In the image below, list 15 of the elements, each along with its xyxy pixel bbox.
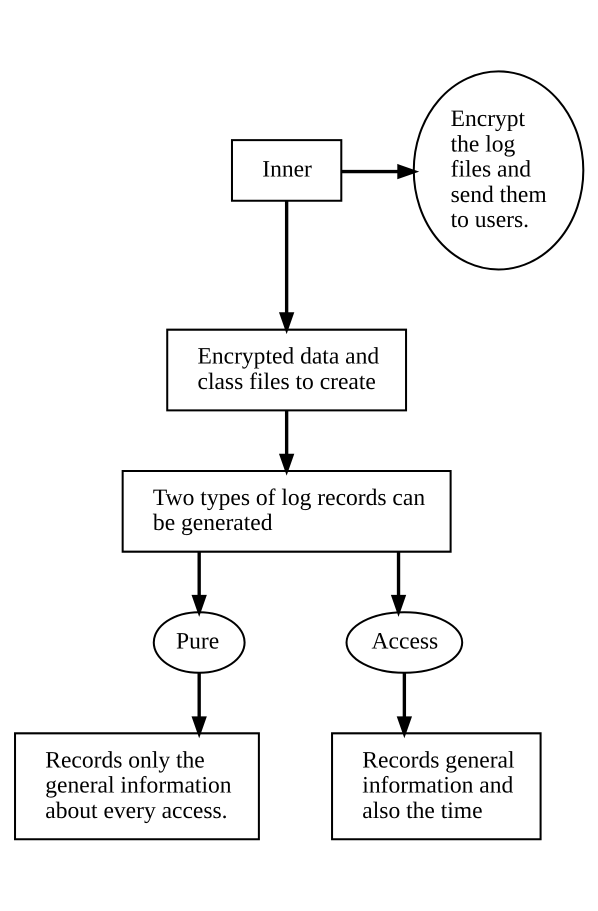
arrow <box>278 200 294 334</box>
node-box: Two types of log records can be generated <box>122 470 452 553</box>
arrow <box>390 552 406 617</box>
arrow <box>192 673 207 738</box>
node-box: Records only the general information about every access. <box>14 732 260 840</box>
node-box: Encrypted data and class files to create <box>166 328 408 412</box>
arrow <box>342 164 420 180</box>
node-box: Inner <box>230 139 342 202</box>
node-box: Records general information and also the time <box>331 732 542 840</box>
arrow <box>396 673 412 738</box>
node-ellipse: Pure <box>152 611 246 674</box>
node-ellipse: Access <box>346 611 464 674</box>
arrow <box>278 410 294 476</box>
arrow <box>192 552 207 617</box>
node-ellipse: Encrypt the log files and send them to users. <box>412 70 584 270</box>
